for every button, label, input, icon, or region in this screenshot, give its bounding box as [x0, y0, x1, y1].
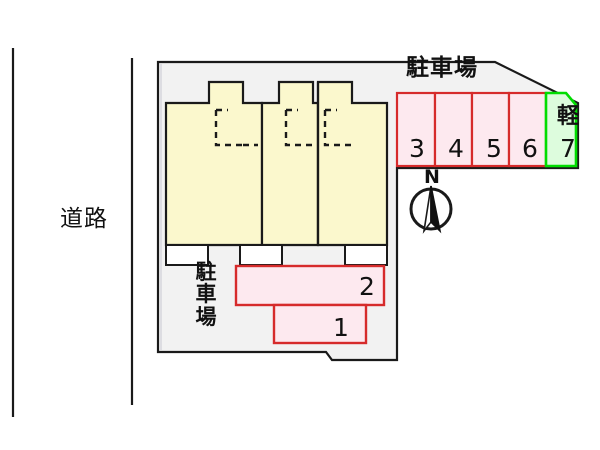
- compass-needle-dark: [430, 185, 442, 234]
- building-a: [164, 80, 264, 247]
- parking-stall-3[interactable]: [395, 91, 437, 168]
- building-c-stair-dashed: [323, 110, 352, 147]
- building-b-outline: [260, 80, 320, 247]
- entrance-box-b: [239, 244, 283, 266]
- parking-stall-1[interactable]: [272, 303, 368, 345]
- parking-row-top: [395, 91, 578, 168]
- parking-stall-2[interactable]: [234, 264, 386, 307]
- entrance-box-c: [344, 244, 388, 266]
- compass-rose: [409, 185, 453, 234]
- parking-stall-6[interactable]: [507, 91, 548, 168]
- parking-stall-5[interactable]: [470, 91, 511, 168]
- parking-stall-7-light-car[interactable]: [544, 91, 578, 168]
- parking-row-bottom: [234, 264, 386, 345]
- entrance-box-a: [165, 244, 209, 266]
- building-c-outline: [316, 80, 389, 247]
- building-a-outline: [164, 80, 264, 247]
- parking-stall-4[interactable]: [433, 91, 474, 168]
- building-c: [316, 80, 389, 247]
- building-b-stair-dashed: [284, 110, 313, 147]
- building-b: [260, 80, 320, 247]
- building-a-stair-dashed: [214, 110, 243, 147]
